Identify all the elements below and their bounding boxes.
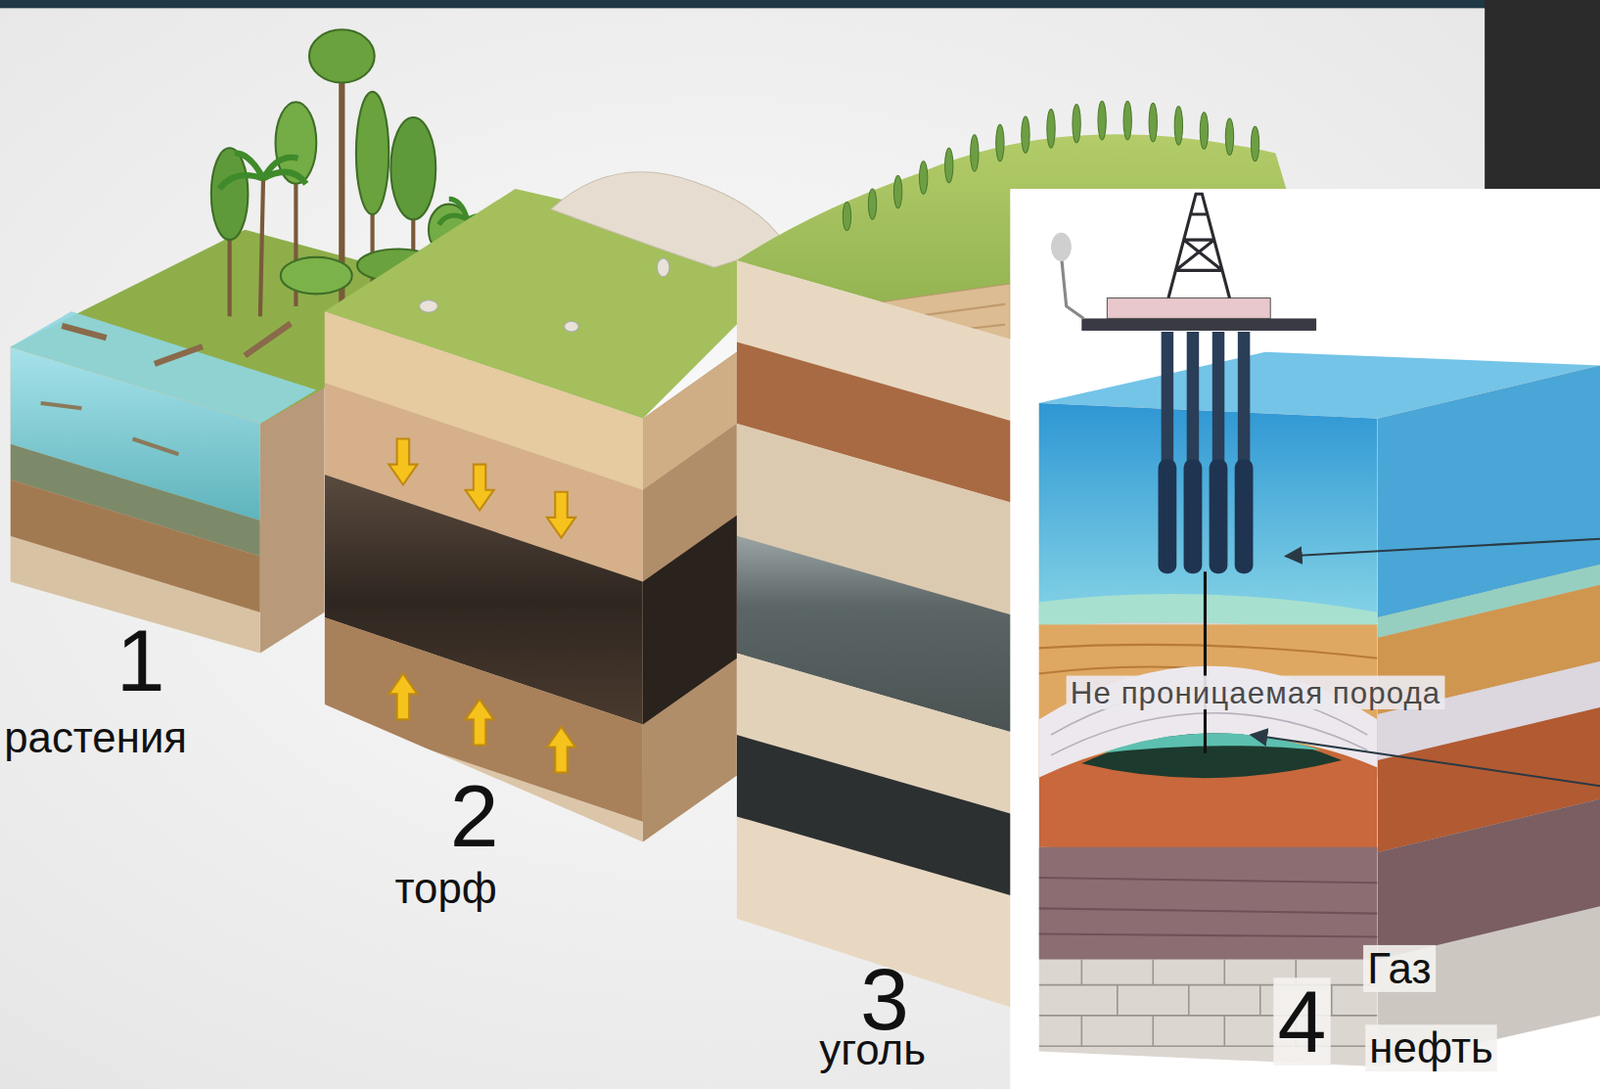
block-side <box>260 382 325 653</box>
stage-label: нефть <box>1365 1024 1498 1072</box>
peat-block <box>316 172 807 853</box>
logs <box>61 320 293 367</box>
stage-label: Газ <box>1363 945 1436 993</box>
block-front <box>316 296 653 853</box>
block-side <box>642 352 737 843</box>
stage-label: торф <box>395 866 498 914</box>
strata-front <box>1030 398 1388 1072</box>
callout-number: 2 <box>450 772 500 861</box>
leader-line <box>1250 734 1600 786</box>
top-strip <box>0 0 1600 8</box>
block-front <box>730 255 1026 1016</box>
oil-gas-panel <box>1009 188 1600 1089</box>
callout-number: 1 <box>116 616 166 705</box>
dark-corner <box>1484 0 1600 194</box>
offshore-platform <box>1051 193 1317 754</box>
stage-label: уголь <box>819 1026 926 1074</box>
leader-line <box>1285 539 1600 557</box>
layer-label: Не проницаемая порода <box>1066 676 1446 710</box>
stage-label: растения <box>3 714 187 762</box>
callout-number: 4 <box>1273 977 1330 1066</box>
pressure-arrows <box>388 439 576 774</box>
